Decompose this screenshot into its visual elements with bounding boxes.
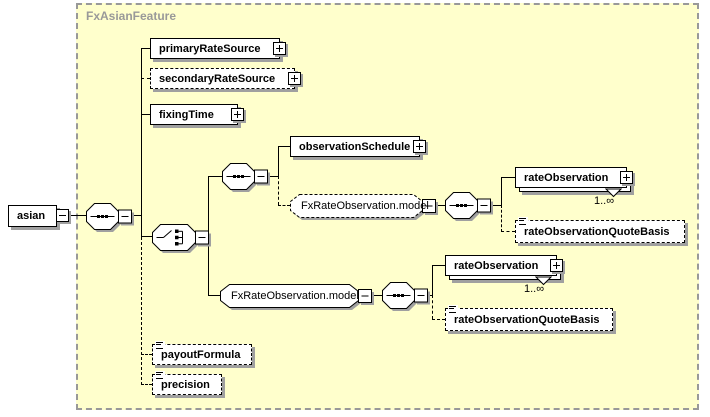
connector-line-dashed bbox=[501, 205, 502, 232]
model-group-FxRateObservation[interactable]: FxRateObservation.model bbox=[290, 194, 440, 222]
sequence-compositor[interactable] bbox=[222, 163, 272, 194]
element-observationSchedule[interactable]: observationSchedule bbox=[290, 136, 426, 157]
connector-line bbox=[278, 146, 279, 176]
element-label: rateObservationQuoteBasis bbox=[454, 313, 600, 326]
connector-line bbox=[435, 205, 445, 206]
element-fixingTime[interactable]: fixingTime bbox=[150, 104, 244, 125]
expand-plus-icon[interactable] bbox=[231, 107, 244, 121]
element-label: precision bbox=[161, 378, 210, 391]
connector-line bbox=[267, 176, 278, 177]
element-precision[interactable]: precision bbox=[152, 371, 222, 395]
element-label: fixingTime bbox=[159, 108, 214, 121]
element-label: rateObservationQuoteBasis bbox=[524, 225, 670, 238]
connector-line bbox=[371, 295, 382, 296]
connector-line bbox=[208, 295, 220, 296]
connector-line-dashed bbox=[432, 319, 445, 320]
container-label: FxAsianFeature bbox=[86, 9, 177, 23]
element-label: rateObservation bbox=[524, 171, 609, 184]
text-content-icon bbox=[518, 217, 528, 226]
expand-plus-icon[interactable] bbox=[620, 170, 633, 184]
connector-line-dashed bbox=[432, 295, 433, 319]
text-content-icon bbox=[155, 341, 165, 350]
expand-plus-icon[interactable] bbox=[273, 41, 286, 55]
connector-line-dashed bbox=[501, 231, 515, 232]
connector-line bbox=[131, 215, 141, 216]
connector-line-dashed bbox=[141, 237, 142, 385]
element-primaryRateSource[interactable]: primaryRateSource bbox=[150, 38, 286, 59]
connector-line bbox=[432, 265, 445, 266]
connector-line bbox=[490, 205, 501, 206]
model-group-shape bbox=[220, 284, 374, 310]
model-group-FxRateObservation[interactable]: FxRateObservation.model bbox=[220, 284, 376, 312]
connector-line bbox=[141, 48, 150, 49]
model-group-label: FxRateObservation.model bbox=[301, 200, 429, 212]
element-payoutFormula[interactable]: payoutFormula bbox=[152, 341, 252, 365]
element-label: payoutFormula bbox=[161, 348, 241, 361]
connector-line bbox=[501, 177, 502, 205]
text-content-icon bbox=[155, 371, 165, 380]
element-label: primaryRateSource bbox=[159, 42, 261, 55]
model-group-shape bbox=[290, 194, 438, 220]
chevron-down-icon bbox=[535, 276, 552, 286]
sequence-compositor[interactable] bbox=[382, 282, 432, 313]
element-rateObservation[interactable]: rateObservation bbox=[515, 167, 633, 198]
element-label: observationSchedule bbox=[299, 140, 411, 153]
connector-line-dashed bbox=[278, 205, 290, 206]
stack-front: rateObservation bbox=[445, 255, 563, 276]
element-asian[interactable]: asian bbox=[8, 205, 69, 227]
expand-plus-icon[interactable] bbox=[550, 258, 563, 272]
connector-line-dashed bbox=[278, 176, 279, 205]
connector-line bbox=[208, 176, 222, 177]
connector-line-dashed bbox=[141, 354, 152, 355]
element-label: rateObservation bbox=[454, 259, 539, 272]
connector-line-dashed bbox=[141, 78, 150, 79]
connector-line bbox=[141, 236, 152, 237]
connector-line-dashed bbox=[141, 384, 152, 385]
model-group-label: FxRateObservation.model bbox=[231, 290, 359, 302]
text-content-icon bbox=[448, 305, 458, 314]
expand-plus-icon[interactable] bbox=[288, 71, 301, 85]
element-rateObservationQuoteBasis[interactable]: rateObservationQuoteBasis bbox=[515, 217, 685, 243]
collapse-minus-icon[interactable] bbox=[56, 209, 69, 222]
connector-line bbox=[70, 215, 86, 216]
element-rateObservation[interactable]: rateObservation bbox=[445, 255, 563, 286]
chevron-down-icon bbox=[605, 188, 622, 198]
occurrence-label: 1..∞ bbox=[524, 283, 545, 295]
choice-compositor[interactable] bbox=[152, 224, 213, 255]
element-label: asian bbox=[17, 210, 46, 222]
element-secondaryRateSource[interactable]: secondaryRateSource bbox=[150, 68, 301, 89]
sequence-compositor[interactable] bbox=[445, 192, 495, 223]
element-rateObservationQuoteBasis[interactable]: rateObservationQuoteBasis bbox=[445, 305, 613, 331]
connector-line bbox=[141, 48, 142, 237]
connector-line bbox=[278, 146, 290, 147]
sequence-compositor[interactable] bbox=[86, 203, 136, 234]
connector-line bbox=[501, 177, 515, 178]
occurrence-label: 1..∞ bbox=[594, 195, 615, 207]
expand-plus-icon[interactable] bbox=[413, 139, 426, 153]
connector-line bbox=[432, 265, 433, 295]
connector-line bbox=[141, 114, 150, 115]
stack-front: rateObservation bbox=[515, 167, 633, 188]
element-label: secondaryRateSource bbox=[159, 72, 276, 85]
